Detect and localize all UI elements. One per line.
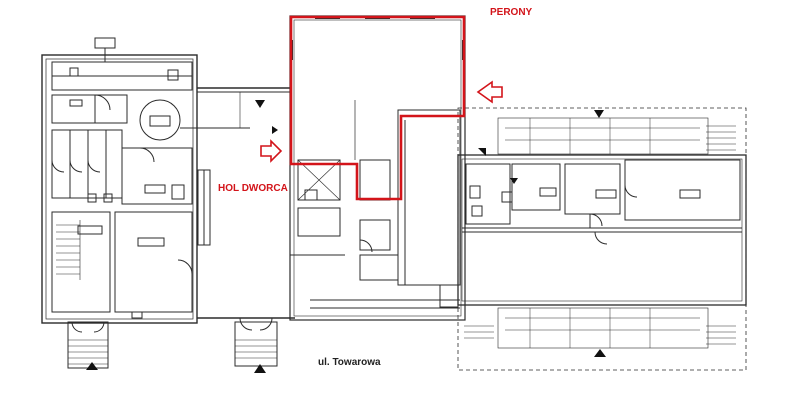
center-block (289, 15, 466, 321)
black-triangle-icon (255, 100, 265, 108)
central-hall (180, 87, 295, 367)
street-label: ul. Towarowa (318, 357, 381, 368)
black-triangle-icon (510, 178, 518, 184)
black-triangle-icon (254, 364, 266, 373)
left-wing (41, 37, 198, 369)
black-triangle-icon (478, 148, 486, 156)
platforms-label: PERONY (490, 7, 533, 18)
black-triangle-icon (272, 126, 278, 134)
station-hall-label: HOL DWORCA (218, 183, 288, 194)
black-triangle-icon (86, 362, 98, 370)
outline-arrow-icon (476, 80, 503, 104)
black-triangle-icon (594, 349, 606, 357)
right-wing (457, 107, 747, 371)
highlight-outline (289, 15, 466, 201)
outline-arrow-icon (260, 139, 283, 163)
black-triangle-icon (594, 110, 604, 118)
